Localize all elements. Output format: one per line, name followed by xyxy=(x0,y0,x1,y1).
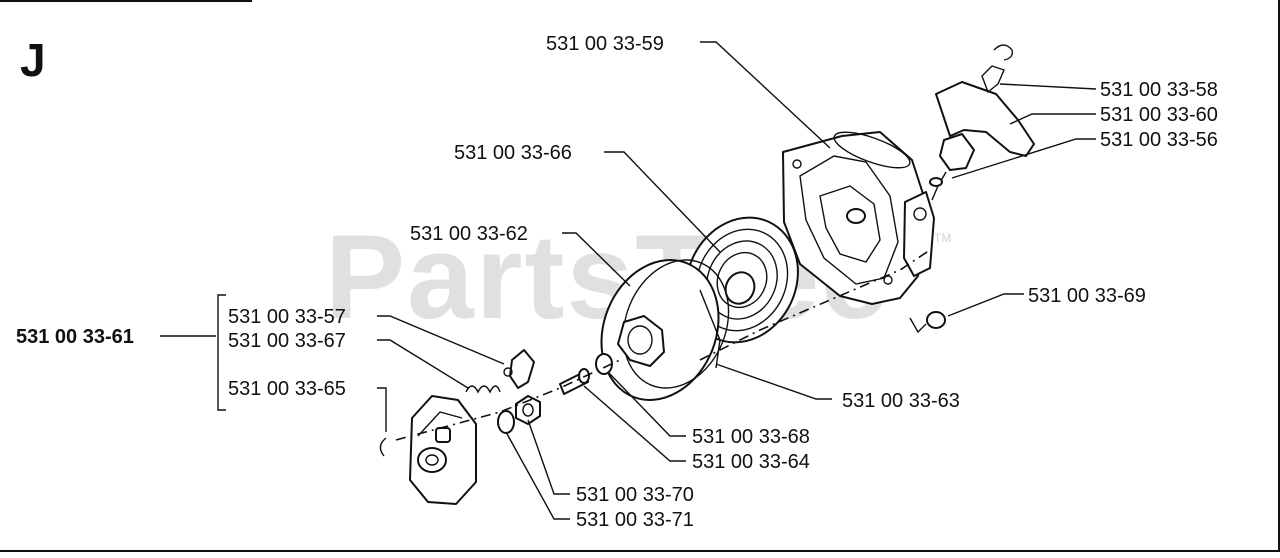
label-part-65: 531 00 33-65 xyxy=(228,378,346,400)
section-letter: J xyxy=(20,34,46,86)
label-part-57: 531 00 33-57 xyxy=(228,306,346,328)
label-part-56: 531 00 33-56 xyxy=(1100,129,1218,151)
label-part-66: 531 00 33-66 xyxy=(454,142,572,164)
label-part-67: 531 00 33-67 xyxy=(228,330,346,352)
label-part-60: 531 00 33-60 xyxy=(1100,104,1218,126)
clip-drawing xyxy=(379,437,387,457)
label-part-59: 531 00 33-59 xyxy=(546,33,664,55)
watermark-tm: TM xyxy=(934,231,951,245)
starter-handle-drawing xyxy=(929,44,1035,201)
pawl-carrier-65-drawing xyxy=(409,395,477,505)
label-part-64: 531 00 33-64 xyxy=(692,451,810,473)
label-part-71: 531 00 33-71 xyxy=(576,509,694,531)
rope-pulley-drawing xyxy=(600,259,730,401)
leader-lines xyxy=(160,41,1097,520)
screw-69-drawing xyxy=(909,311,946,334)
washer-71-drawing xyxy=(497,410,515,434)
spring-67-drawing xyxy=(465,385,501,394)
starter-housing-drawing xyxy=(782,131,935,305)
nut-70-drawing xyxy=(515,395,541,425)
label-part-68: 531 00 33-68 xyxy=(692,426,810,448)
assembly-axis xyxy=(395,359,621,441)
label-part-62: 531 00 33-62 xyxy=(410,223,528,245)
starter-rope-drawing xyxy=(699,249,931,361)
screw-64-drawing xyxy=(559,368,590,395)
label-part-63: 531 00 33-63 xyxy=(842,390,960,412)
label-part-70: 531 00 33-70 xyxy=(576,484,694,506)
label-part-58: 531 00 33-58 xyxy=(1100,79,1218,101)
label-part-69: 531 00 33-69 xyxy=(1028,285,1146,307)
label-assembly-61: 531 00 33-61 xyxy=(16,326,134,348)
pawl-57-drawing xyxy=(503,349,535,389)
